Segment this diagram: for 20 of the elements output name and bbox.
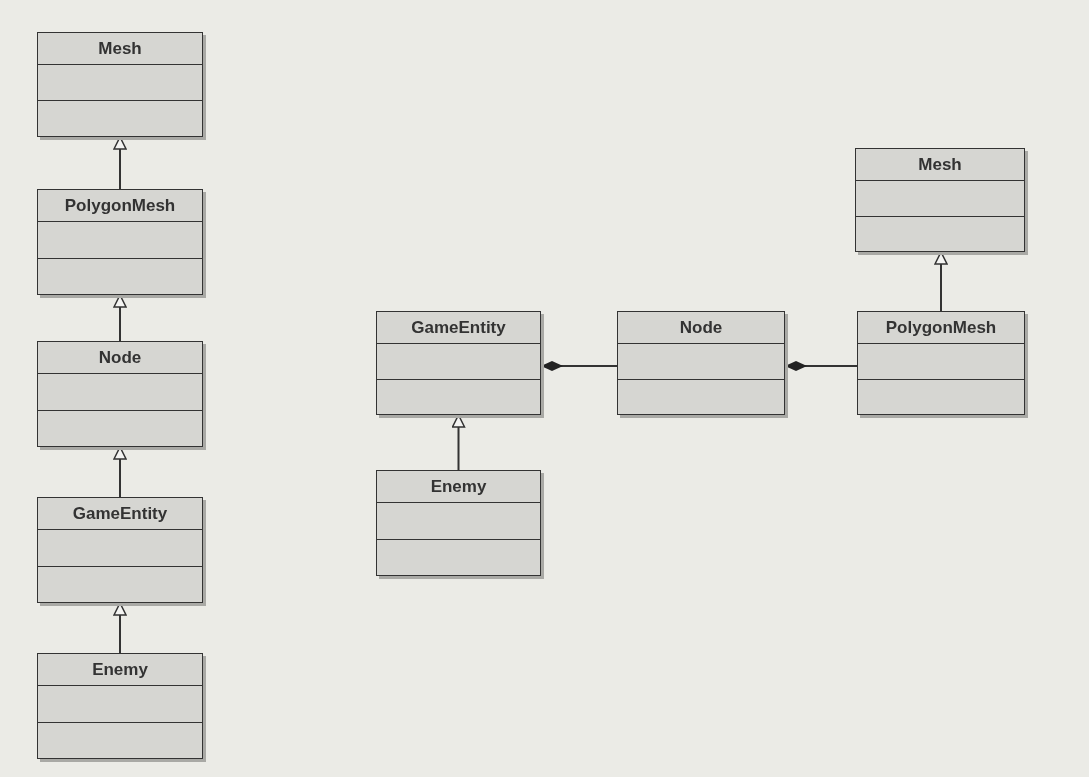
class-name: Mesh — [918, 154, 962, 175]
class-box — [855, 148, 1025, 252]
class-name: Mesh — [98, 38, 142, 59]
class-box — [37, 189, 203, 295]
class-box — [857, 311, 1025, 415]
class-name: Node — [679, 317, 723, 338]
class-name: Enemy — [92, 659, 148, 680]
class-box — [376, 311, 541, 415]
class-box — [37, 341, 203, 447]
class-name: Enemy — [430, 476, 487, 497]
class-name: GameEntity — [72, 503, 168, 524]
class-name: Node — [98, 347, 142, 368]
class-name: GameEntity — [411, 317, 506, 338]
class-name: PolygonMesh — [885, 317, 997, 338]
class-box — [37, 653, 203, 759]
class-box — [376, 470, 541, 576]
class-box — [617, 311, 785, 415]
class-name: PolygonMesh — [64, 195, 176, 216]
class-box — [37, 497, 203, 603]
class-box — [37, 32, 203, 137]
